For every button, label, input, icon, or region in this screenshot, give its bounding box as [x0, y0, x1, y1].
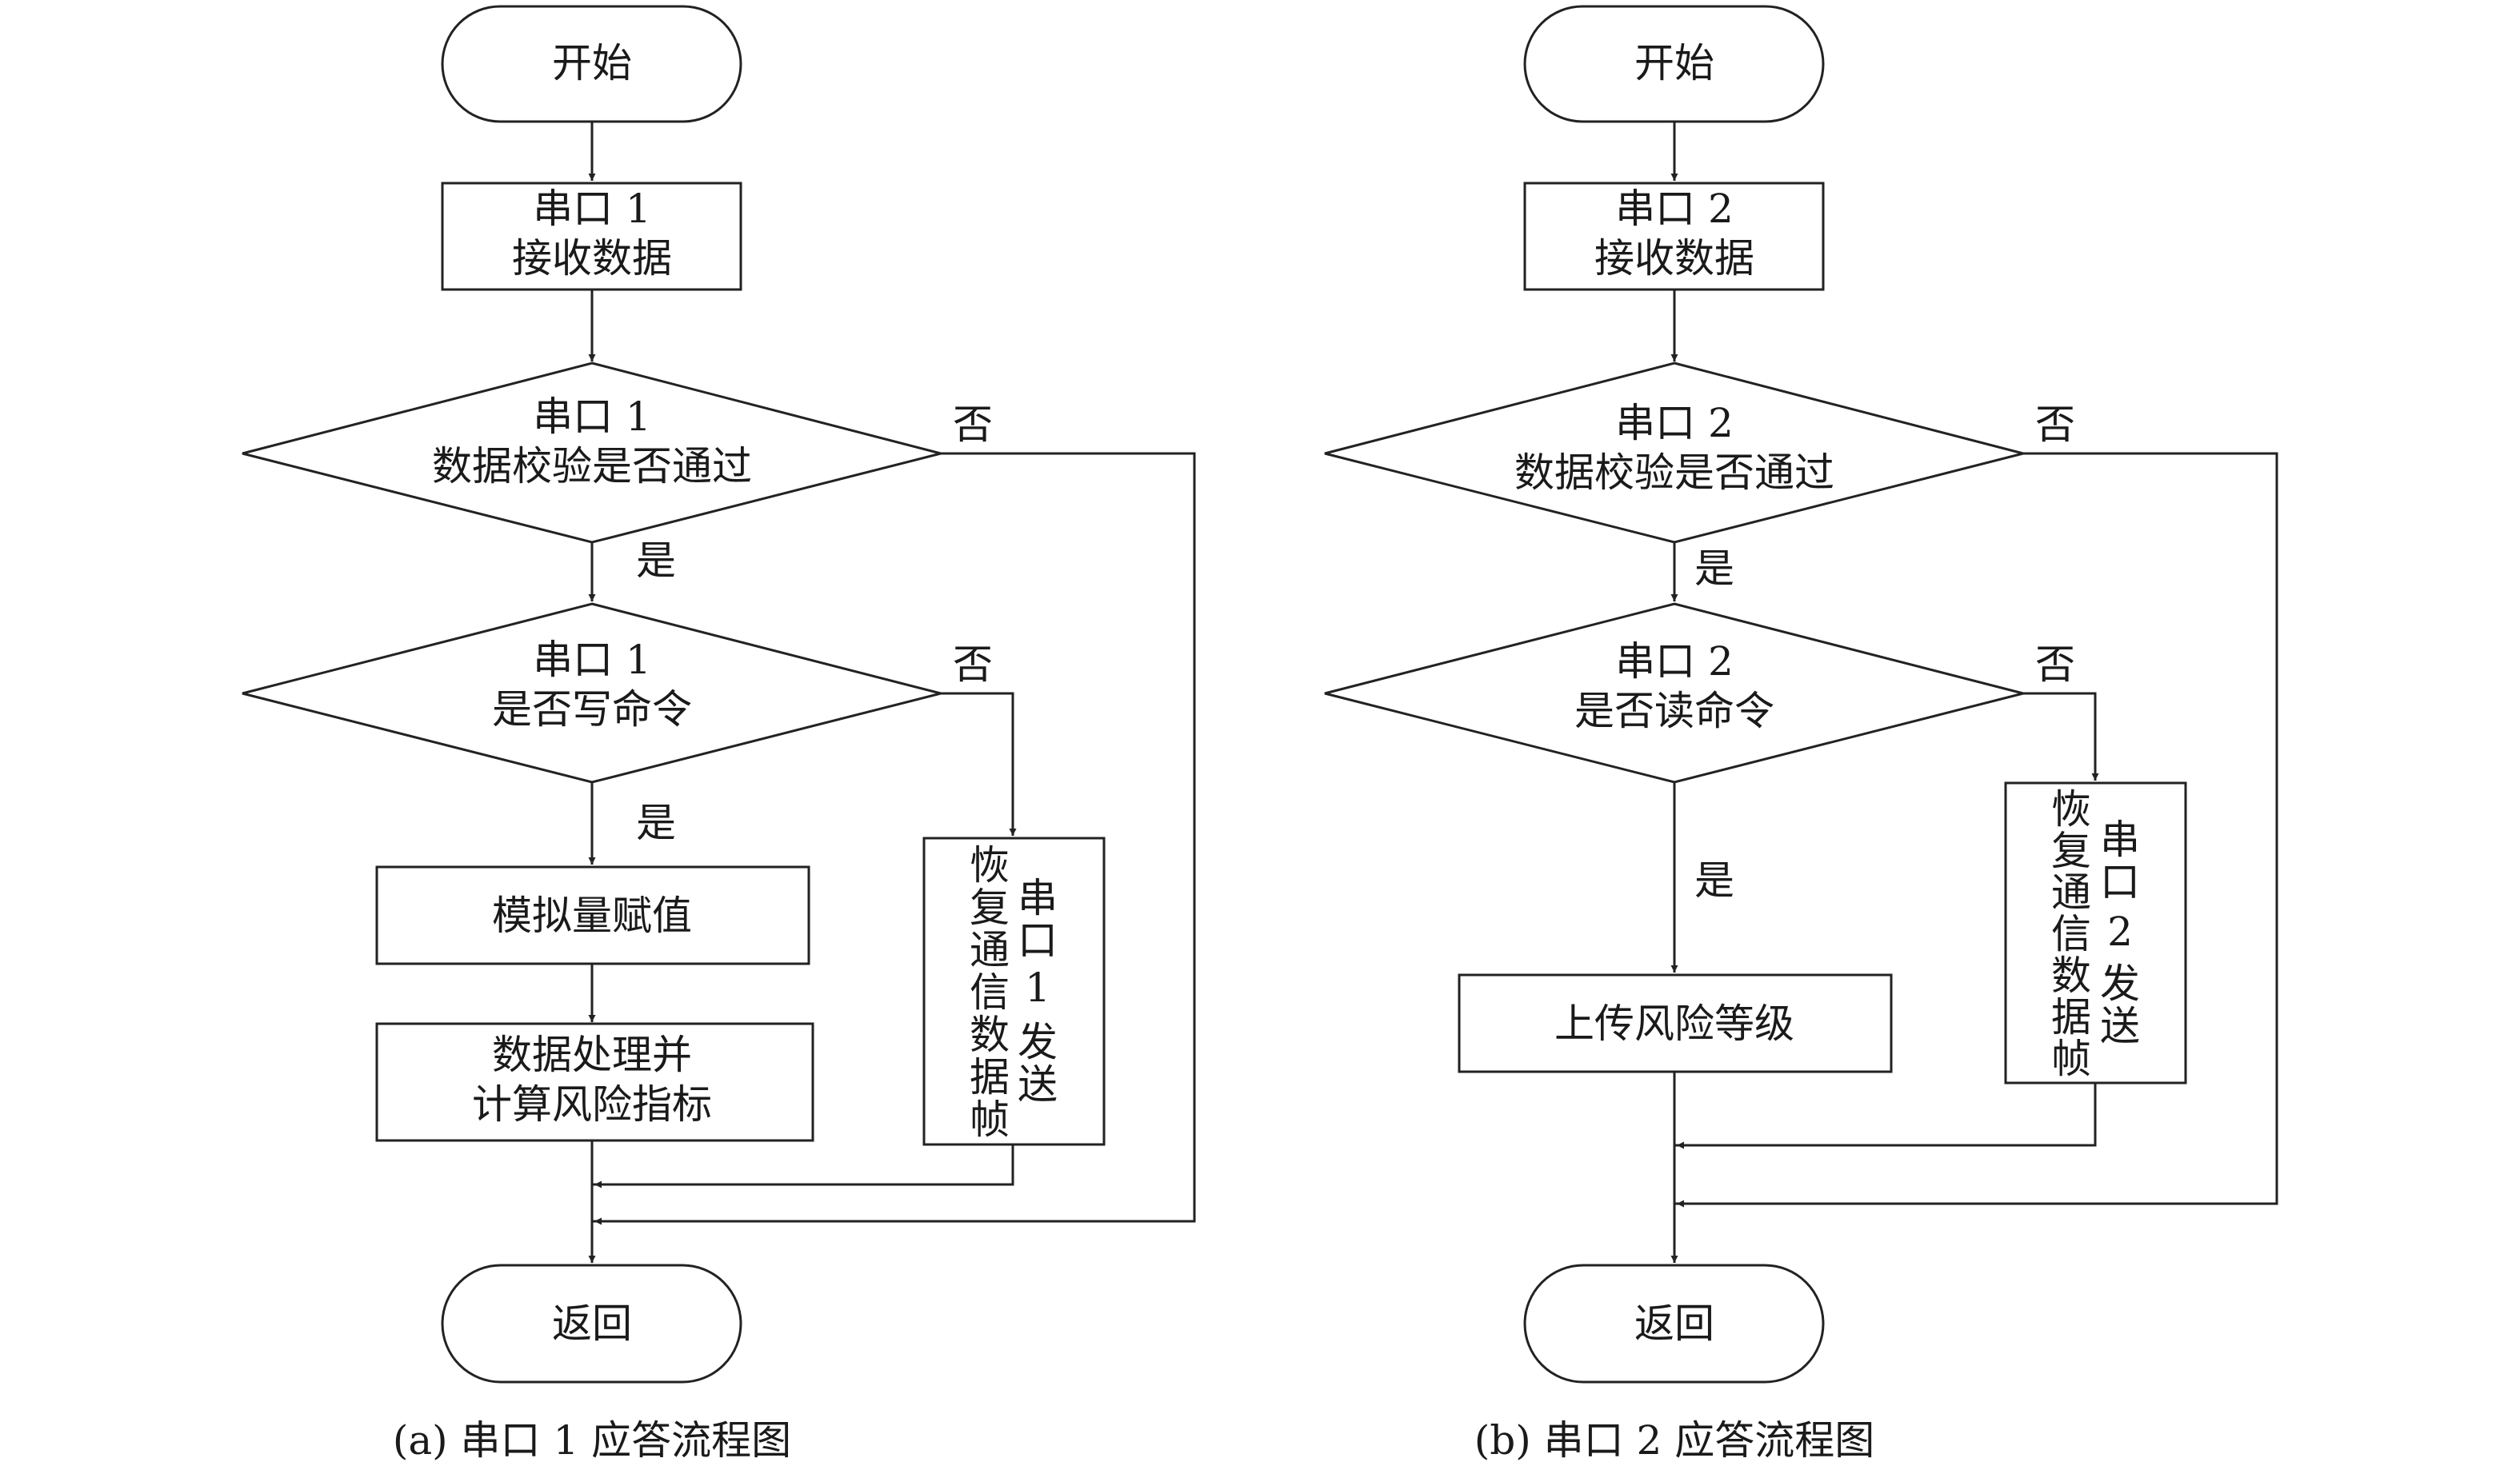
- edge-b-check-no: [1674, 452, 2278, 1205]
- edge-b-command-no: [2023, 692, 2099, 781]
- command-line1-b: 串口 2: [1615, 638, 1734, 685]
- receive-node-b: 串口 2 接收数据: [1523, 182, 1825, 291]
- restore-col1-2-a: 通: [970, 927, 1010, 973]
- upload-node-b: 上传风险等级: [1458, 973, 1893, 1073]
- check-line2-a: 数据校验是否通过: [432, 443, 752, 489]
- end-label-b: 返回: [1634, 1300, 1714, 1347]
- restore-col1-5-a: 据: [970, 1054, 1010, 1101]
- edge-a-command-no: [941, 692, 1017, 836]
- caption-b: (b) 串口 2 应答流程图: [1474, 1417, 1875, 1464]
- process-line1-a: 数据处理并: [492, 1032, 692, 1078]
- start-node-b: 开始: [1523, 5, 1825, 123]
- command-decision-b: 串口 2 是否读命令: [1324, 602, 2024, 784]
- restore-col2-1-a: 口: [1018, 917, 1058, 964]
- restore-col1-5-b: 据: [2051, 994, 2091, 1041]
- restore-col1-4-a: 数: [970, 1012, 1010, 1058]
- check-line2-b: 数据校验是否通过: [1514, 449, 1834, 496]
- restore-col1-0-b: 恢: [2051, 786, 2091, 833]
- receive-line2-b: 接收数据: [1594, 235, 1754, 282]
- restore-col1-3-a: 信: [970, 969, 1010, 1016]
- restore-node-a: 恢 复 通 信 数 据 帧 串 口 1 发 送: [922, 837, 1106, 1146]
- restore-col2-2-a: 1: [1025, 965, 1050, 1011]
- start-node-a: 开始: [441, 5, 742, 123]
- receive-line1-b: 串口 2: [1615, 186, 1734, 232]
- assign-label-a: 模拟量赋值: [492, 893, 692, 939]
- edge-b-restore-merge: [1674, 1083, 2097, 1147]
- yes-label-2-b: 是: [1694, 857, 1734, 904]
- restore-col2-3-a: 发: [1018, 1019, 1058, 1065]
- restore-col2-4-a: 送: [1018, 1061, 1058, 1108]
- receive-line2-a: 接收数据: [512, 235, 672, 282]
- restore-col2-2-b: 2: [2107, 909, 2133, 955]
- check-line1-a: 串口 1: [533, 393, 651, 440]
- start-label-a: 开始: [552, 40, 632, 86]
- yes-label-2-a: 是: [636, 800, 676, 846]
- assign-node-a: 模拟量赋值: [375, 865, 810, 965]
- no-label-1-b: 否: [2035, 401, 2075, 448]
- no-label-1-a: 否: [953, 401, 993, 448]
- check-decision-b: 串口 2 数据校验是否通过: [1324, 362, 2024, 544]
- restore-col1-6-b: 帧: [2051, 1036, 2091, 1082]
- restore-node-b: 恢 复 通 信 数 据 帧 串 口 2 发 送: [2004, 781, 2187, 1085]
- yes-label-1-a: 是: [636, 537, 676, 584]
- restore-col1-1-b: 复: [2051, 828, 2091, 874]
- start-label-b: 开始: [1634, 40, 1714, 86]
- end-label-a: 返回: [552, 1300, 632, 1347]
- edge-a-restore-merge: [592, 1144, 1014, 1186]
- panel-b: 开始 串口 2 接收数据 串口 2 数据校验是否通过 否 是 串口 2 是否读命…: [1324, 5, 2278, 1464]
- yes-label-1-b: 是: [1694, 545, 1734, 592]
- command-line2-b: 是否读命令: [1574, 688, 1774, 734]
- restore-col2-4-b: 送: [2100, 1003, 2140, 1049]
- command-decision-a: 串口 1 是否写命令: [242, 602, 942, 784]
- restore-col2-0-b: 串: [2100, 817, 2140, 863]
- receive-line1-a: 串口 1: [533, 186, 651, 232]
- end-node-b: 返回: [1523, 1264, 1825, 1384]
- command-line2-a: 是否写命令: [492, 686, 692, 733]
- restore-col2-1-b: 口: [2100, 859, 2140, 905]
- caption-a: (a) 串口 1 应答流程图: [393, 1417, 791, 1464]
- process-line2-a: 计算风险指标: [472, 1081, 712, 1128]
- check-decision-a: 串口 1 数据校验是否通过: [242, 362, 942, 544]
- restore-col2-0-a: 串: [1018, 875, 1058, 921]
- no-label-2-b: 否: [2035, 641, 2075, 688]
- process-node-a: 数据处理并 计算风险指标: [375, 1022, 814, 1142]
- restore-col1-6-a: 帧: [970, 1097, 1010, 1143]
- restore-col1-2-b: 通: [2051, 869, 2091, 916]
- command-line1-a: 串口 1: [533, 637, 651, 683]
- upload-label-b: 上传风险等级: [1554, 1001, 1794, 1047]
- restore-col2-3-b: 发: [2100, 961, 2140, 1007]
- restore-col1-1-a: 复: [970, 885, 1010, 931]
- edge-a-check-no: [592, 452, 1196, 1223]
- no-label-2-a: 否: [953, 641, 993, 688]
- receive-node-a: 串口 1 接收数据: [441, 182, 742, 291]
- restore-col1-0-a: 恢: [970, 842, 1010, 889]
- restore-col1-3-b: 信: [2051, 911, 2091, 957]
- check-line1-b: 串口 2: [1615, 400, 1734, 446]
- panel-a: 开始 串口 1 接收数据 串口 1 数据校验是否通过 否 是 串口 1 是否写命…: [242, 5, 1196, 1464]
- end-node-a: 返回: [441, 1264, 742, 1384]
- restore-col1-4-b: 数: [2051, 953, 2091, 999]
